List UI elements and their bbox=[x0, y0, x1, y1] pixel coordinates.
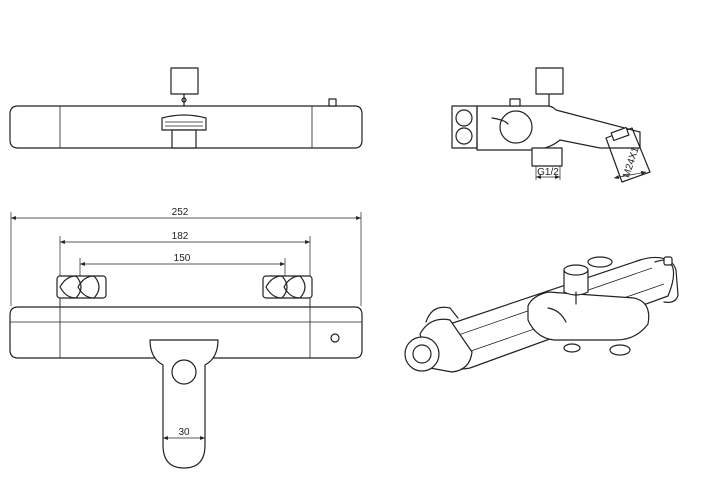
top-view-button bbox=[328, 98, 337, 107]
outlet-thread-label: M24X1 bbox=[621, 145, 641, 179]
side-view-nut bbox=[451, 105, 478, 149]
right-hex-nut bbox=[262, 275, 313, 299]
top-view bbox=[9, 67, 363, 149]
front-view-spout bbox=[149, 339, 219, 469]
dimension-inlet-spacing-inner: 150 bbox=[174, 253, 191, 264]
side-view: G1/2 M24X1 bbox=[451, 67, 651, 183]
dimension-spout-width: 30 bbox=[178, 427, 190, 438]
top-view-body bbox=[9, 105, 363, 149]
isometric-view bbox=[404, 256, 679, 373]
front-view: 252 182 150 30 bbox=[9, 207, 363, 469]
inlet-thread-label: G1/2 bbox=[537, 167, 559, 178]
side-view-inlet bbox=[531, 147, 563, 167]
dimension-inlet-spacing-outer: 182 bbox=[172, 231, 189, 242]
iso-button bbox=[663, 256, 673, 266]
side-view-handle-knob bbox=[535, 67, 564, 95]
iso-left-ring bbox=[404, 336, 440, 372]
top-view-handle-knob bbox=[170, 67, 199, 95]
dimension-overall-width: 252 bbox=[172, 207, 189, 218]
side-view-ring bbox=[499, 110, 533, 144]
top-view-outlet bbox=[161, 114, 207, 131]
iso-spout bbox=[527, 291, 650, 341]
iso-handle-knob bbox=[563, 264, 589, 305]
front-view-body bbox=[9, 306, 363, 359]
left-hex-nut bbox=[56, 275, 107, 299]
